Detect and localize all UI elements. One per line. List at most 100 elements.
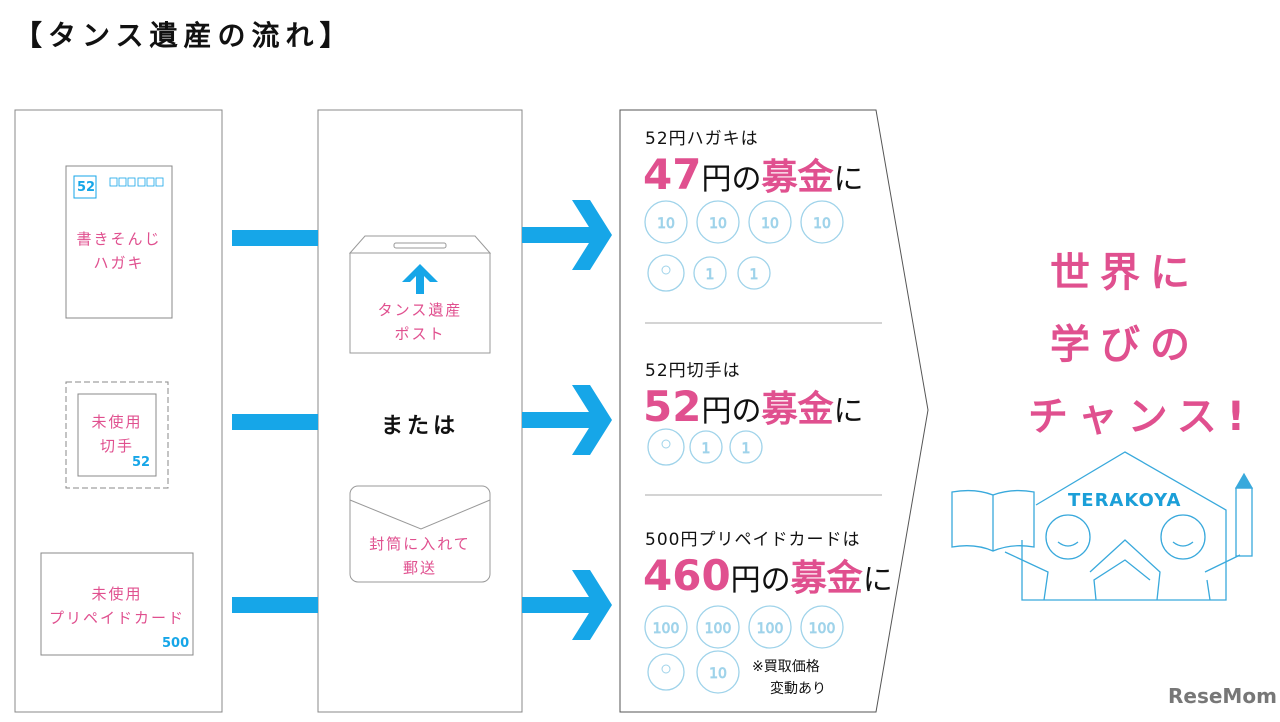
envelope-label: 封筒に入れて 郵送 <box>350 532 490 580</box>
coins: 10 10 10 10 1 1 1 1 100 100 100 100 10 <box>644 200 844 694</box>
postcard-stamp-box <box>73 175 97 199</box>
book-icon <box>951 489 1035 552</box>
slogan-line: チャンス! <box>1028 394 1256 440</box>
post-box-label-line1: タンス遺産 <box>377 301 463 319</box>
coin-value: 10 <box>761 216 779 232</box>
result-lead: 500円プリペイドカードは <box>645 530 861 550</box>
post-box-label: タンス遺産 ポスト <box>350 298 490 346</box>
methods-panel <box>317 109 523 713</box>
coin-10-yen-icon: 10 <box>696 650 740 694</box>
envelope-icon <box>349 485 491 583</box>
flow-arrows <box>232 200 612 640</box>
yen-text: 円の <box>730 563 791 598</box>
prepaid-label: 未使用 プリペイドカード <box>41 582 193 630</box>
postcard-icon <box>65 165 173 319</box>
coin-value: 10 <box>657 216 675 232</box>
child-face-icon <box>1045 514 1091 560</box>
coin-value: 100 <box>705 621 732 637</box>
coin-value: 100 <box>757 621 784 637</box>
coin-10-yen-icon: 10 <box>696 200 740 244</box>
connector-bar <box>232 414 318 430</box>
coin-value: 10 <box>709 666 727 682</box>
price-note-line2: 変動あり <box>770 681 826 697</box>
result-lead: 52円切手は <box>645 361 741 381</box>
connector-bar <box>232 597 318 613</box>
result-amount-line: 460円の募金に <box>643 549 893 601</box>
yen-text: 円の <box>701 162 762 197</box>
coin-value: 10 <box>709 216 727 232</box>
terakoya-logo <box>951 451 1254 601</box>
coin-1-yen-icon: 1 <box>693 256 727 290</box>
results-panel <box>619 109 929 713</box>
pencil-icon <box>1235 487 1253 557</box>
coin-1-yen-icon: 1 <box>737 256 771 290</box>
yen-text: 円の <box>701 394 762 429</box>
coin-100-yen-icon: 100 <box>696 605 740 649</box>
arrow-up-icon <box>402 264 438 294</box>
coin-value: 10 <box>813 216 831 232</box>
postcard-stamp-number: 52 <box>76 180 96 195</box>
donation-amount: 47 <box>643 150 702 199</box>
coin-value: 1 <box>742 441 751 457</box>
donation-amount: 460 <box>643 551 731 600</box>
prepaid-card-icon <box>40 552 194 656</box>
page-title: 【タンス遺産の流れ】 <box>14 19 354 52</box>
result-amount-line: 47円の募金に <box>643 148 863 200</box>
coin-1-yen-icon: 1 <box>689 430 723 464</box>
ni-text: に <box>833 162 864 197</box>
donation-amount: 52 <box>643 382 702 431</box>
coin-value: 1 <box>750 267 759 283</box>
coin-10-yen-icon: 10 <box>800 200 844 244</box>
envelope-label-line1: 封筒に入れて <box>369 535 471 553</box>
child-face-icon <box>1160 514 1206 560</box>
coin-5-yen-icon <box>647 254 685 292</box>
postcard-label: 書きそんじ ハガキ <box>66 227 172 275</box>
coin-50-yen-icon <box>647 653 685 691</box>
arrow-right-icon <box>522 385 612 455</box>
postal-code-boxes <box>109 177 164 187</box>
coin-50-yen-icon <box>647 428 685 466</box>
ni-text: に <box>833 394 864 429</box>
coin-value: 100 <box>653 621 680 637</box>
arrow-right-icon <box>522 200 612 270</box>
coin-100-yen-icon: 100 <box>748 605 792 649</box>
stamp-icon <box>65 381 169 489</box>
coin-10-yen-icon: 10 <box>644 200 688 244</box>
prepaid-value: 500 <box>162 636 190 651</box>
price-note: ※買取価格 変動あり <box>752 656 826 700</box>
bokin-text: 募金 <box>790 558 863 599</box>
stamp-label: 未使用 切手 <box>78 410 156 458</box>
connector-bar <box>232 230 318 246</box>
coin-1-yen-icon: 1 <box>729 430 763 464</box>
envelope-label-line2: 郵送 <box>402 559 437 577</box>
prepaid-label-line2: プリペイドカード <box>48 609 185 627</box>
postcard-label-line2: ハガキ <box>93 254 145 272</box>
price-note-line1: ※買取価格 <box>752 659 820 675</box>
result-lead: 52円ハガキは <box>645 129 759 149</box>
bokin-text: 募金 <box>761 389 834 430</box>
coin-value: 1 <box>702 441 711 457</box>
arrow-right-icon <box>522 570 612 640</box>
post-box-label-line2: ポスト <box>394 325 446 343</box>
coin-100-yen-icon: 100 <box>800 605 844 649</box>
ni-text: に <box>862 563 893 598</box>
or-label: または <box>380 414 459 439</box>
stamp-label-line1: 未使用 <box>91 413 143 431</box>
coin-100-yen-icon: 100 <box>644 605 688 649</box>
watermark: ReseMom <box>1168 684 1277 708</box>
bokin-text: 募金 <box>761 157 834 198</box>
coin-value: 100 <box>809 621 836 637</box>
stamp-label-line2: 切手 <box>99 437 134 455</box>
slogan-line: 世界に <box>1050 250 1200 296</box>
postcard-label-line1: 書きそんじ <box>76 230 162 248</box>
terakoya-logo-text: TERAKOYA <box>1068 490 1182 511</box>
coin-10-yen-icon: 10 <box>748 200 792 244</box>
post-box-icon <box>348 235 492 354</box>
prepaid-label-line1: 未使用 <box>91 585 143 603</box>
items-panel <box>14 109 223 713</box>
stamp-value: 52 <box>132 455 151 470</box>
slogan-line: 学びの <box>1050 322 1200 368</box>
result-amount-line: 52円の募金に <box>643 380 863 432</box>
